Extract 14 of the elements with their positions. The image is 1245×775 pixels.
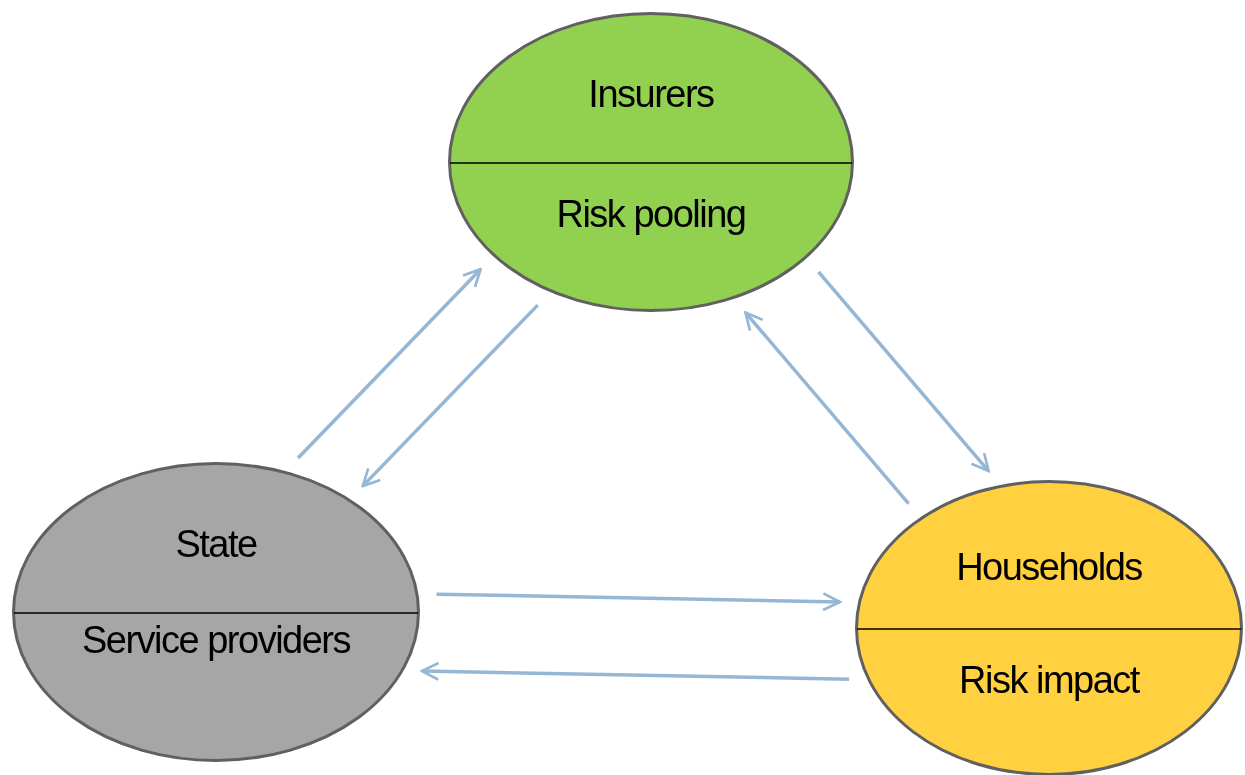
node-label: Service providers [80,618,351,663]
node-heading: State [174,522,258,567]
arrow [361,303,539,488]
arrow [817,270,990,473]
ellipse-node [448,12,854,312]
arrow [436,592,842,612]
node-label: Risk pooling [555,192,747,237]
arrow [420,661,850,681]
arrow [296,267,482,460]
node-heading: Households [955,545,1143,591]
arrow [744,311,910,505]
node-heading: Insurers [587,72,715,117]
ellipse-node [12,462,420,762]
node-label: Risk impact [958,657,1141,703]
